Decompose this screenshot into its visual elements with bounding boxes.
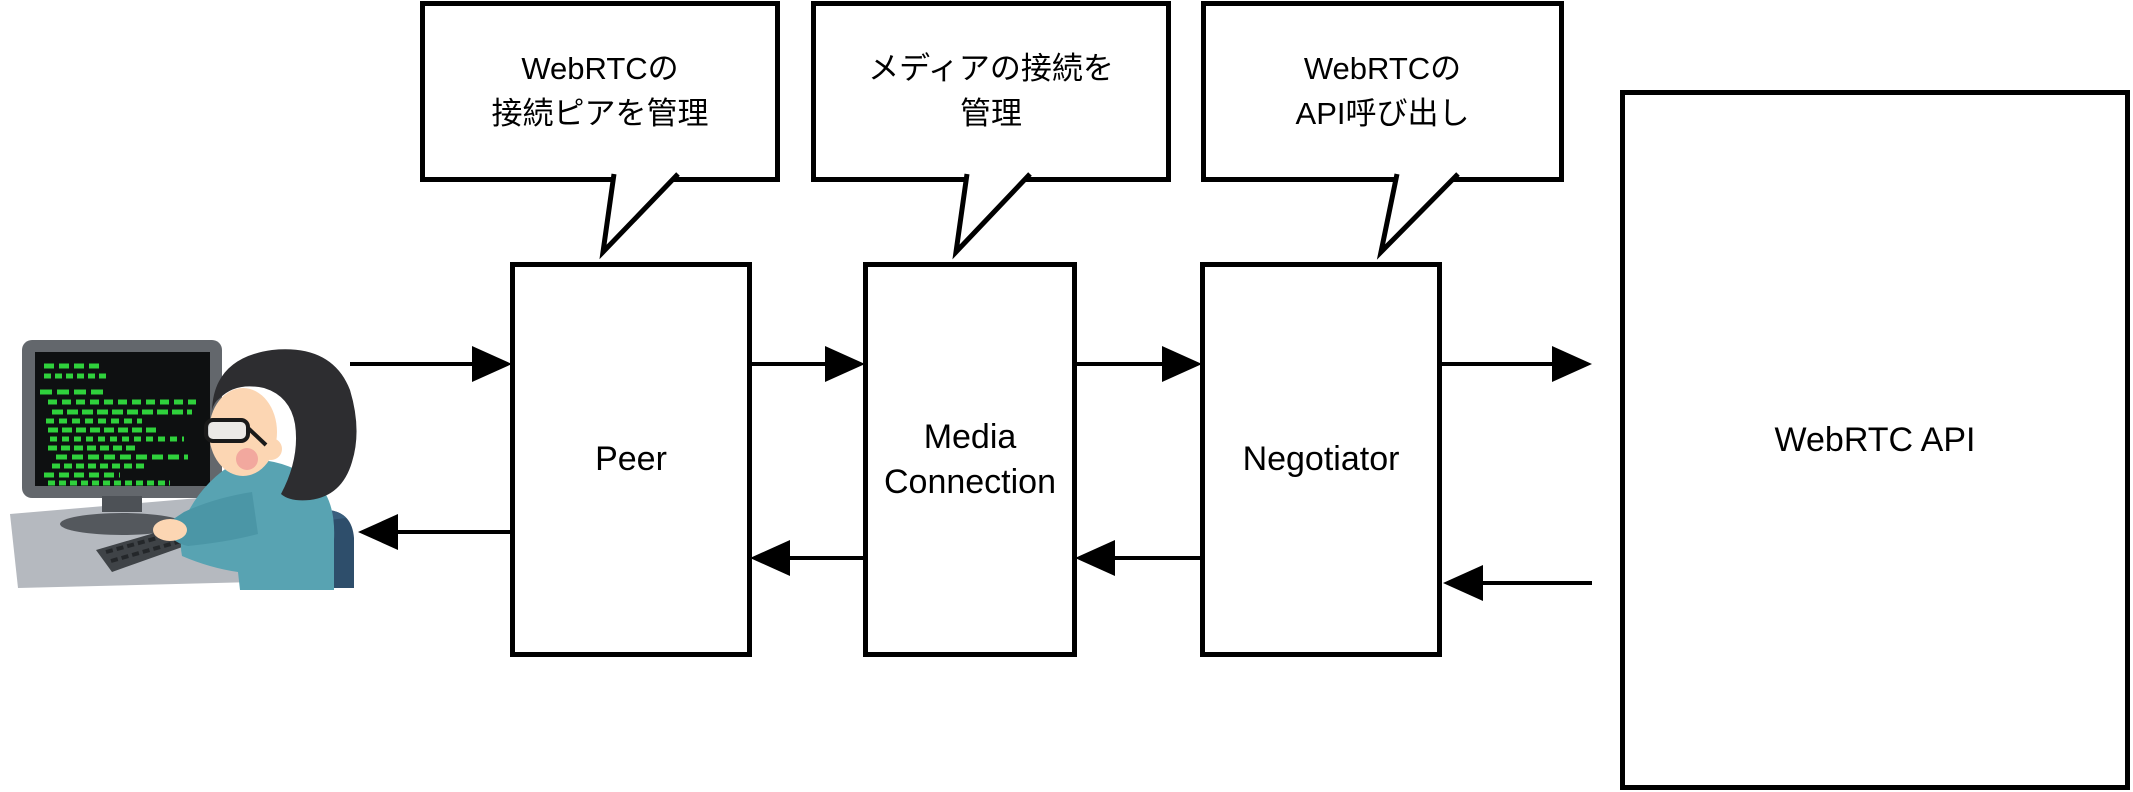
arrow-negotiator-to-media-connection	[1075, 540, 1200, 576]
chair	[262, 510, 354, 588]
arrow-peer-to-media-connection	[752, 346, 865, 382]
monitor-stand-neck	[102, 496, 142, 512]
arrow-webrtc-api-to-negotiator	[1443, 565, 1592, 601]
bubble-tail	[603, 174, 678, 252]
monitor-stand-base	[60, 513, 184, 535]
arrow-media-connection-to-peer	[750, 540, 863, 576]
person-cheek	[236, 448, 258, 470]
peer-box: Peer	[510, 262, 752, 657]
bubble-tail-outline	[599, 172, 680, 260]
arrow-user-to-peer	[350, 346, 512, 382]
person-hair	[212, 349, 357, 501]
bubble-tail-outline	[1376, 172, 1460, 260]
bubble-tail	[956, 174, 1030, 252]
arrow-media-connection-to-negotiator	[1077, 346, 1202, 382]
person-at-computer-illustration	[10, 340, 357, 590]
keyboard-keys	[105, 526, 200, 563]
person-shirt	[180, 460, 335, 590]
desk	[10, 494, 256, 588]
person-ear	[260, 438, 282, 460]
arrow-negotiator-to-webrtc-api	[1442, 346, 1592, 382]
bubble-tails	[599, 172, 1460, 260]
chair-highlight	[262, 510, 346, 548]
peer-bubble-text: WebRTCの 接続ピアを管理	[491, 51, 709, 131]
screen-code-icon	[40, 363, 196, 486]
monitor-frame	[22, 340, 222, 498]
media-connection-box-label: Media Connection	[883, 418, 1056, 501]
peer-box-label: Peer	[595, 440, 667, 479]
negotiator-box: Negotiator	[1200, 262, 1442, 657]
peer-bubble: WebRTCの 接続ピアを管理	[420, 1, 780, 182]
monitor-screen	[35, 352, 210, 486]
arrow-peer-to-user	[358, 514, 510, 550]
media-connection-bubble-text: メディアの接続を 管理	[868, 51, 1114, 131]
negotiator-box-label: Negotiator	[1242, 440, 1400, 479]
person-arm	[166, 492, 258, 546]
media-connection-bubble: メディアの接続を 管理	[811, 1, 1171, 182]
webrtc-api-box: WebRTC API	[1620, 90, 2130, 790]
negotiator-bubble-text: WebRTCの API呼び出し	[1295, 51, 1470, 131]
person-face	[209, 388, 277, 476]
person-glasses-temple	[246, 426, 268, 447]
webrtc-api-box-label: WebRTC API	[1774, 420, 1976, 459]
person-hand	[153, 519, 187, 541]
keyboard	[96, 522, 202, 572]
bubble-tail	[1381, 174, 1458, 252]
negotiator-bubble: WebRTCの API呼び出し	[1201, 1, 1564, 182]
media-connection-box: Media Connection	[863, 262, 1077, 657]
bubble-tail-outline	[952, 172, 1032, 260]
person-glasses	[204, 418, 250, 443]
